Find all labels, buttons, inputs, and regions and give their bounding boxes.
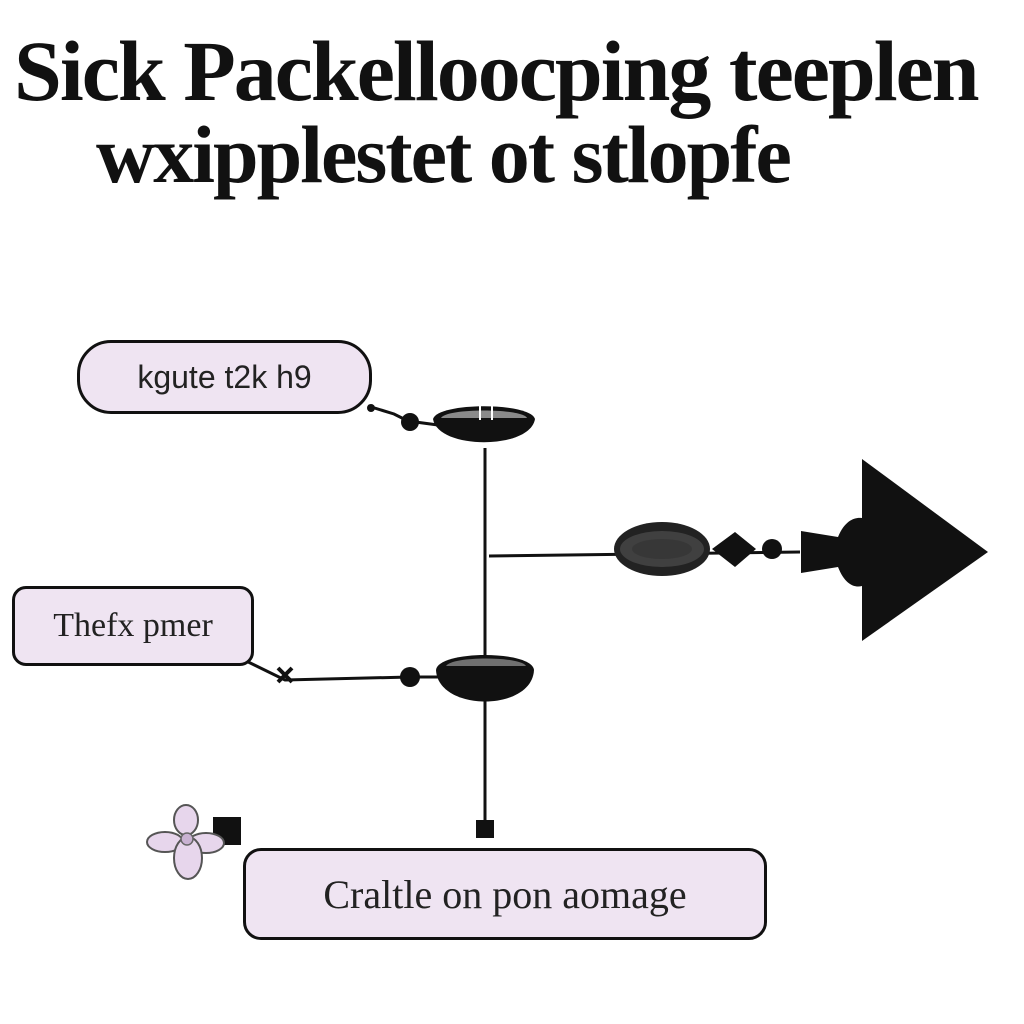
connector-dot-top <box>367 404 375 412</box>
node-box-bottom: Craltle on pon aomage <box>243 848 767 940</box>
title-line-2: wxipplestet ot stlopfe <box>96 109 792 200</box>
bowl-node-top <box>433 404 535 443</box>
diamond-marker <box>712 532 756 567</box>
connector-middle-node <box>235 654 440 682</box>
connector-top-node <box>367 404 439 427</box>
title-line-1: Sick Packelloocping teeplen <box>14 23 980 119</box>
connector-joint-top <box>401 413 419 431</box>
chain-dot <box>762 539 782 559</box>
connector-joint-middle <box>400 667 420 687</box>
square-terminal-bottom <box>476 820 494 838</box>
cross-marker <box>276 666 294 684</box>
flower-figure-icon <box>146 804 241 880</box>
node-box-top: kgute t2k h9 <box>77 340 372 414</box>
arrowhead-icon <box>801 459 988 641</box>
bowl-node-middle <box>436 655 534 702</box>
node-box-middle: Thefx pmer <box>12 586 254 666</box>
